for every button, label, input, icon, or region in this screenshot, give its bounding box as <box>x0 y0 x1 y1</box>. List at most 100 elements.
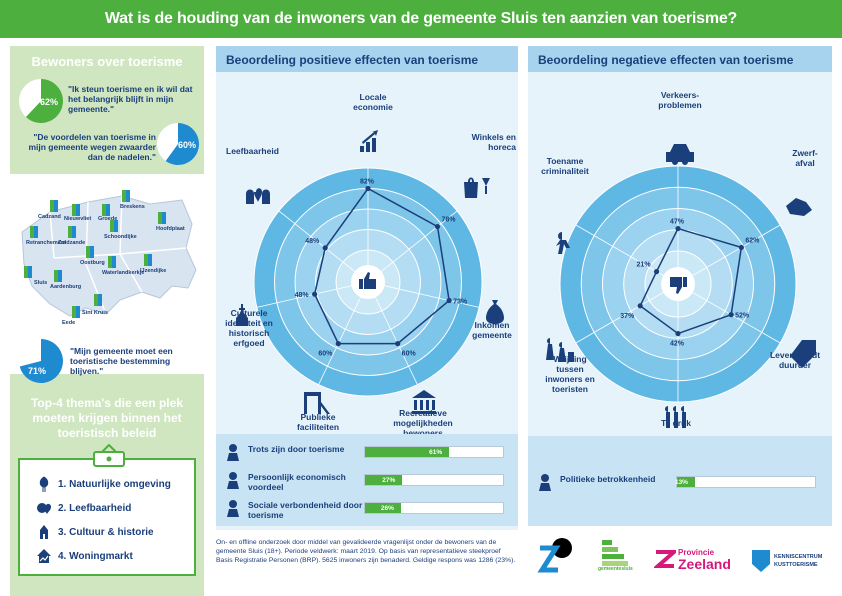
zeeland-logo-mark <box>654 550 676 568</box>
radar-point <box>312 291 318 297</box>
radar-axis <box>367 210 458 283</box>
town-sint-kruis: Sint Kruis <box>82 310 108 316</box>
neg-label-te-druk: Te druk <box>660 418 692 428</box>
pos-value-label: 78% <box>442 217 457 224</box>
bar-icon <box>227 472 239 489</box>
town-nieuwvliet: Nieuwvliet <box>64 216 92 222</box>
car-icon <box>666 144 694 165</box>
bar-label: Persoonlijk economisch voordeel <box>248 472 346 492</box>
bar-fill <box>365 447 450 457</box>
money-bag-icon <box>486 300 504 324</box>
thumbs-up-icon <box>351 265 385 299</box>
radar-axis <box>367 281 418 385</box>
neg-value-label: 47% <box>670 219 685 226</box>
pie-60 <box>157 123 199 165</box>
nature-icon <box>39 476 49 492</box>
town-sluis: Sluis <box>34 280 48 286</box>
town-aardenburg: Aardenburg <box>50 284 82 290</box>
positive-bars: Trots zijn door toerisme 61% Persoonlijk e… <box>216 434 518 526</box>
bar-fill <box>365 475 403 485</box>
conflict-icon <box>546 338 574 362</box>
negative-title: Beoordeling negatieve effecten van toeri… <box>538 53 794 67</box>
left-column: Bewoners over toerisme 62% "Ik steun toe… <box>10 46 204 596</box>
pie-62-label: 62% <box>40 97 59 107</box>
neg-label-zwerfafval: Zwerf-afval <box>792 148 818 168</box>
radar-axis <box>575 224 679 285</box>
town-ijzendijke: IJzendijke <box>140 268 167 274</box>
bar-value-label: 27% <box>382 477 396 484</box>
bar-label: Trots zijn door toerisme <box>248 444 345 454</box>
top4-box: 1. Natuurlijke omgeving 2. Leefbaarheid … <box>18 444 196 576</box>
bar-fill <box>365 503 401 513</box>
zeeland-name: Zeeland <box>678 556 731 572</box>
top4-item-1: 1. Natuurlijke omgeving <box>58 479 171 490</box>
bar-icon <box>539 474 551 491</box>
radar-axis <box>677 224 781 285</box>
radar-point <box>322 245 328 251</box>
culture-icon <box>40 525 48 539</box>
map-bar-icon <box>102 204 110 216</box>
map-bar-icon <box>68 226 76 238</box>
bar-value-label: 61% <box>429 449 443 456</box>
thief-icon <box>556 232 570 254</box>
pie-71 <box>19 339 63 383</box>
negative-panel: Beoordeling negatieve effecten van toeri… <box>528 46 832 438</box>
town-cadzand: Cadzand <box>38 214 61 220</box>
radar-series <box>313 187 450 345</box>
radar-point <box>653 269 660 275</box>
pie-62 <box>19 79 63 123</box>
town-schoondijke: Schoondijke <box>104 234 137 240</box>
bar-label: Sociale verbondenheid door toerisme <box>248 500 363 520</box>
pos-label-culturele: Culturele identiteit en historisch erfgo… <box>225 308 273 348</box>
map-bar-icon <box>72 204 80 216</box>
quote-2: "De voordelen van toerisme in mijn gemee… <box>28 132 156 162</box>
pos-label-leefbaarheid: Leefbaarheid <box>226 146 279 156</box>
bar-value-label: 26% <box>380 505 394 512</box>
zld-logo <box>537 538 572 573</box>
people-heart-icon <box>246 188 270 204</box>
footnote: On- en offline onderzoek door middel van… <box>216 539 516 565</box>
neg-label-wrijving: Wrijving tussen inwoners en toeristen <box>545 354 595 394</box>
kenniscentrum-1: KENNISCENTRUM <box>774 554 823 560</box>
crowd-icon <box>665 406 686 428</box>
map-bar-icon <box>122 190 130 202</box>
page-title: Wat is de houding van de inwoners van de… <box>104 10 738 27</box>
thumbs-down-icon <box>661 267 695 301</box>
positive-radar-chart: 82%78%73%60%60%48%48% <box>236 130 504 414</box>
pos-value-label: 48% <box>295 292 310 299</box>
map-bar-icon <box>30 226 38 238</box>
radar-point <box>335 341 341 347</box>
radar-point <box>395 341 401 347</box>
left-title: Bewoners over toerisme <box>31 54 183 69</box>
header-bar: Wat is de houding van de inwoners van de… <box>0 0 842 38</box>
bar-fill <box>677 477 695 487</box>
top4-item-4: 4. Woningmarkt <box>58 551 133 562</box>
pie-60-label: 60% <box>178 140 197 150</box>
quote-1: "Ik steun toerisme en ik wil dat het bel… <box>68 84 193 114</box>
town-waterlandkerkje: Waterlandkerkje <box>102 270 145 276</box>
pie-71-label: 71% <box>28 366 47 376</box>
map-bar-icon <box>94 294 102 306</box>
map-bar-icon <box>158 212 166 224</box>
bar-track: 61% <box>364 446 504 458</box>
pos-label-recreatieve: Recreatieve mogelijkheden bewoners <box>393 408 453 438</box>
map-bar-icons <box>24 190 166 318</box>
neg-label-duurder: Leven wordt duurder <box>769 350 821 370</box>
town-zuidzande: Zuidzande <box>58 240 86 246</box>
map-bar-icon <box>86 246 94 258</box>
gemeente-sluis-logo <box>602 540 628 566</box>
town-retranchement: Retranchement <box>26 240 67 246</box>
neg-value-label: 21% <box>637 262 652 269</box>
pos-value-label: 82% <box>360 179 375 186</box>
radar-point <box>675 225 681 232</box>
neg-value-label: 42% <box>670 341 685 348</box>
bar-icon <box>227 500 239 517</box>
hz-logo <box>752 550 770 572</box>
livability-icon <box>37 503 51 514</box>
bar-track: 26% <box>364 502 504 514</box>
negative-radar-chart: 47%62%52%42%37%21% <box>546 144 816 428</box>
radar-point <box>446 297 452 304</box>
zeeland-prefix: Provincie <box>678 548 715 557</box>
pos-value-label: 73% <box>453 299 468 306</box>
